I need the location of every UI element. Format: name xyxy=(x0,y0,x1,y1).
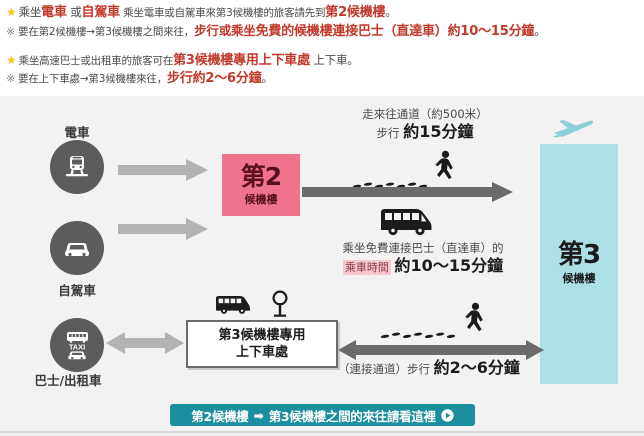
arrow-t2-to-t3 xyxy=(302,182,514,206)
banner-suffix: 第3候機樓之間的來往請看這裡 xyxy=(268,408,436,424)
pedestrian-icon-bottom xyxy=(462,302,488,338)
terminal-2-sub: 候機樓 xyxy=(244,192,278,206)
notes-block: ★乘坐電車 或自駕車 乘坐電車或自駕車來第3候機樓的旅客請先到第2候機樓。 ※要… xyxy=(0,0,644,96)
bus-mid-line1: 乘坐免費連接巴士（直達車）的 xyxy=(342,241,504,255)
terminal-3-sub: 候機樓 xyxy=(562,272,596,285)
note-4-seg-1: 步行約2～6分鐘 xyxy=(167,71,262,86)
bus-icon xyxy=(378,206,434,240)
footprints-icon-bottom xyxy=(380,326,464,345)
note-1-seg-6: 。 xyxy=(385,5,397,19)
bus-taxi-label: 巴士/出租車 xyxy=(34,373,102,388)
walk-bottom-prefix: （連接通道）步行 xyxy=(338,362,430,376)
note-4-seg-0: 要在上下車處→第3候機樓來往， xyxy=(18,73,168,85)
transfer-diagram: 電車 自駕車 xyxy=(0,96,644,436)
note-mark-icon-2: ※ xyxy=(6,72,16,85)
note-1-seg-5: 第2候機樓 xyxy=(325,5,386,20)
note-2-seg-0: 要在第2候機樓→第3候機樓之間來往， xyxy=(18,26,195,38)
note-1-seg-0: 乘坐 xyxy=(18,5,42,19)
play-circle-icon[interactable] xyxy=(440,408,454,422)
note-line-1: ★乘坐電車 或自駕車 乘坐電車或自駕車來第3候機樓的旅客請先到第2候機樓。 xyxy=(0,4,644,22)
note-1-seg-4: 乘坐電車或自駕車來第3候機樓的旅客請先到 xyxy=(119,7,326,19)
note-2-seg-2: 免費的候機樓連接巴士（直達車）約10～15分鐘 xyxy=(255,24,535,39)
note-2-seg-1: 步行或乘坐 xyxy=(194,23,256,38)
note-3-seg-1: 第3候機樓專用上下車處 xyxy=(173,53,310,68)
terminal-3-box: 第3 候機樓 xyxy=(540,144,618,384)
star-icon-2: ★ xyxy=(6,53,17,67)
airplane-icon xyxy=(551,116,595,146)
banner-prefix: 第2候機樓 xyxy=(191,408,249,424)
note-2-seg-3: 。 xyxy=(534,24,546,38)
arrow-train-to-t2 xyxy=(118,159,210,185)
dropoff-line1: 第3候機樓專用 xyxy=(218,328,306,343)
pedestrian-icon-top xyxy=(432,150,458,186)
arrow-bustaxi-dropoff xyxy=(106,332,184,358)
terminal-2-number: 第2 xyxy=(240,161,282,191)
terminal-3-number: 第3 xyxy=(557,240,601,270)
walk-bottom-duration: 約2～6分鐘 xyxy=(433,358,520,377)
bus-mid-duration: 約10～15分鐘 xyxy=(394,256,504,275)
arrow-right-icon: ➡ xyxy=(253,407,264,423)
bus-taxi-icon: TAXI xyxy=(50,318,104,372)
star-icon: ★ xyxy=(6,5,17,19)
train-icon xyxy=(50,140,104,194)
walk-top-line1: 走來往通道（約500米） xyxy=(362,107,488,121)
note-line-2: ※要在第2候機樓→第3候機樓之間來往，步行或乘坐免費的候機樓連接巴士（直達車）約… xyxy=(0,22,644,41)
dropoff-box: 第3候機樓專用 上下車處 xyxy=(186,320,338,368)
note-3-seg-2: 上下車。 xyxy=(309,53,359,67)
svg-text:TAXI: TAXI xyxy=(69,342,85,351)
train-label: 電車 xyxy=(64,125,90,140)
note-1-seg-1: 電車 xyxy=(41,5,67,20)
bus-icon-dropoff xyxy=(214,294,252,318)
bus-mid-tag: 乘車時間 xyxy=(342,260,391,275)
car-icon xyxy=(50,221,104,275)
car-label: 自駕車 xyxy=(58,283,96,298)
walk-top-prefix: 步行 xyxy=(376,126,400,140)
walk-bottom-line: （連接通道）步行 約2～6分鐘 xyxy=(338,358,548,379)
note-4-seg-2: 。 xyxy=(261,71,274,85)
note-3-seg-0: 乘坐高速巴士或出租車的旅客可在 xyxy=(18,55,174,67)
bus-mid-annotation: 乘坐免費連接巴士（直達車）的 乘車時間 約10～15分鐘 xyxy=(318,240,528,278)
note-1-seg-3: 自駕車 xyxy=(81,5,121,20)
footer-divider xyxy=(0,431,644,433)
walk-bottom-annotation: （連接通道）步行 約2～6分鐘 xyxy=(338,358,548,379)
walk-top-annotation: 走來往通道（約500米） 步行 約15分鐘 xyxy=(330,106,520,143)
note-1-seg-2: 或 xyxy=(66,5,82,19)
note-mark-icon: ※ xyxy=(6,25,16,38)
arrow-car-to-t2 xyxy=(118,218,210,244)
note-line-3: ★乘坐高速巴士或出租車的旅客可在第3候機樓專用上下車處 上下車。 xyxy=(0,52,644,70)
transfer-guide-banner[interactable]: 第2候機樓 ➡ 第3候機樓之間的來往請看這裡 xyxy=(170,404,475,426)
bus-mid-line2: 乘車時間 約10～15分鐘 xyxy=(318,256,528,278)
arrow-dropoff-to-t3 xyxy=(338,340,544,364)
walk-top-duration: 約15分鐘 xyxy=(403,122,474,141)
note-line-4: ※要在上下車處→第3候機樓來往，步行約2～6分鐘。 xyxy=(0,70,644,88)
bus-stop-sign-icon xyxy=(270,290,290,322)
walk-top-line2: 步行 約15分鐘 xyxy=(330,122,520,143)
dropoff-line2: 上下車處 xyxy=(235,345,288,360)
terminal-2-box: 第2 候機樓 xyxy=(222,154,300,216)
